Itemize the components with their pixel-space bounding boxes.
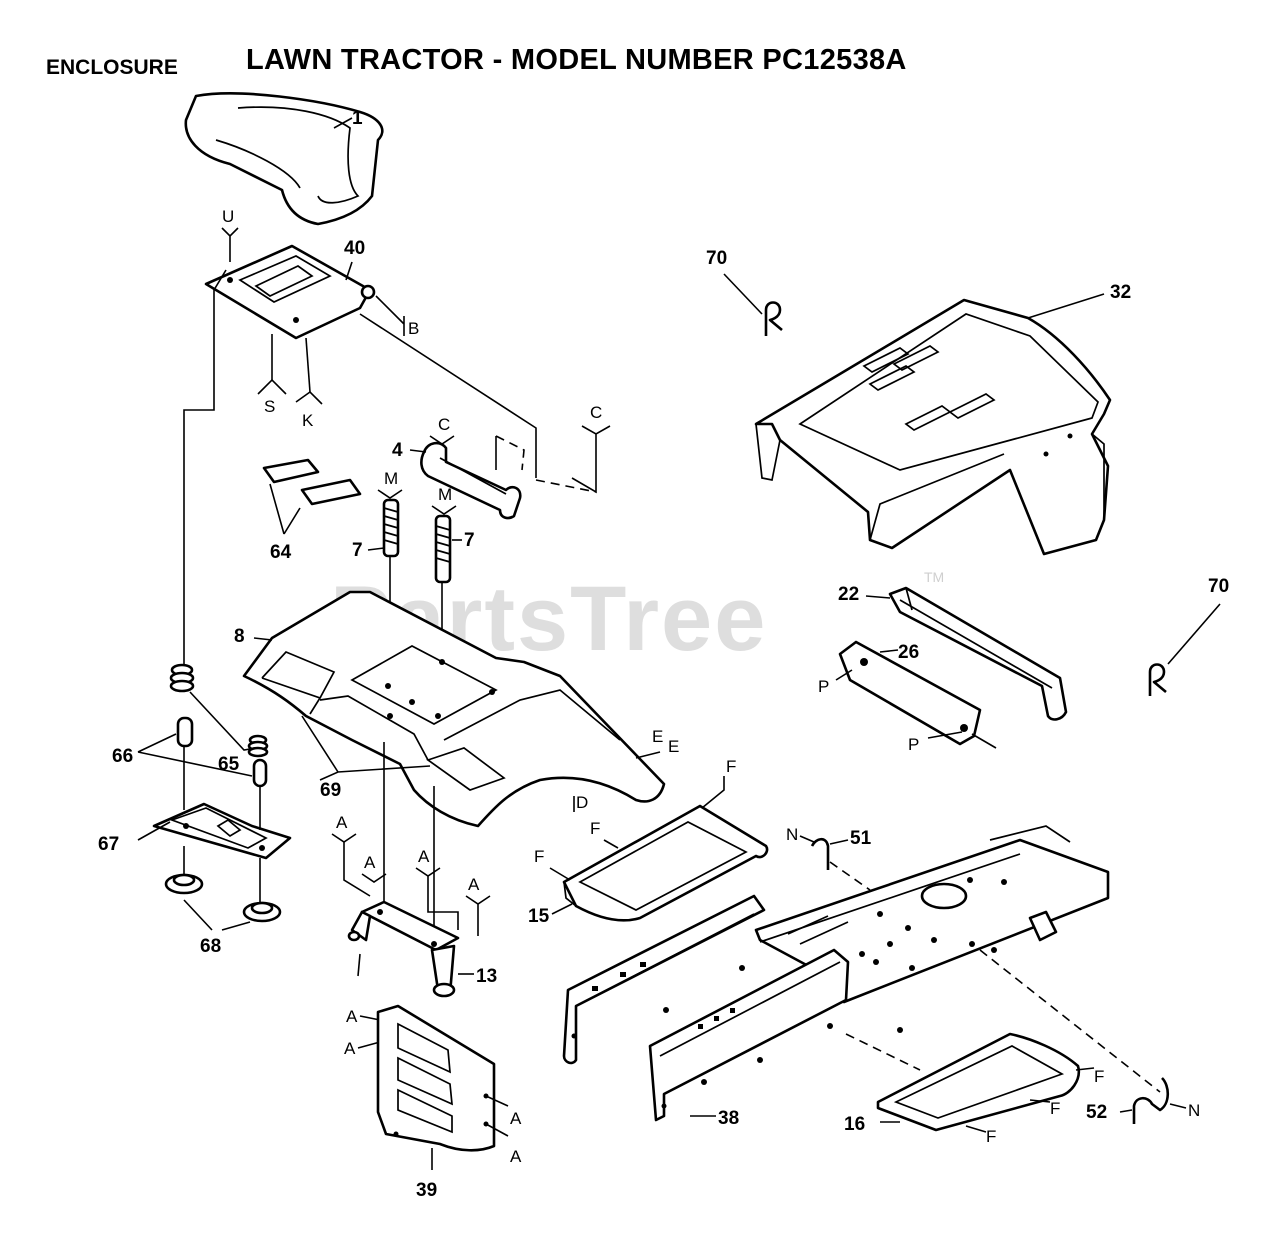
part-side-rail-38[interactable]	[648, 948, 850, 1122]
part-bracket-13[interactable]	[347, 900, 460, 998]
label-69: 69	[320, 780, 341, 801]
label-51: 51	[850, 828, 872, 849]
part-seat[interactable]	[184, 92, 384, 226]
part-spring-65[interactable]	[169, 663, 269, 758]
ref-a7: A	[510, 1109, 522, 1128]
label-70a: 70	[706, 248, 727, 269]
label-26: 26	[898, 642, 919, 663]
label-68: 68	[200, 936, 221, 957]
ref-d: D	[576, 793, 588, 812]
ref-c2: C	[590, 403, 602, 422]
label-7b: 7	[464, 530, 475, 551]
ref-p1: P	[818, 677, 829, 696]
part-plate-67[interactable]	[152, 802, 292, 860]
ref-p2: P	[908, 735, 919, 754]
part-seat-bracket[interactable]	[420, 441, 522, 520]
part-footrest-16[interactable]	[876, 1032, 1081, 1132]
ref-a4: A	[468, 875, 480, 894]
ref-s: S	[264, 397, 275, 416]
part-pads[interactable]	[262, 458, 362, 506]
label-39: 39	[416, 1180, 437, 1201]
part-dash-39[interactable]	[376, 1004, 496, 1152]
ref-m2: M	[438, 485, 452, 504]
part-seat-pan[interactable]	[204, 244, 376, 340]
ref-a6: A	[344, 1039, 356, 1058]
ref-f6: F	[986, 1127, 996, 1146]
label-38: 38	[718, 1108, 739, 1129]
ref-c1: C	[438, 415, 450, 434]
watermark-tm: TM	[924, 569, 944, 585]
ref-f1: F	[726, 757, 736, 776]
ref-m1: M	[384, 469, 398, 488]
section-label: ENCLOSURE	[46, 56, 178, 79]
label-4: 4	[392, 440, 403, 461]
part-hood[interactable]	[754, 298, 1112, 556]
ref-a8: A	[510, 1147, 522, 1166]
ref-u: U	[222, 207, 234, 226]
part-clip-70a[interactable]	[764, 301, 783, 337]
label-67: 67	[98, 834, 119, 855]
ref-a5: A	[346, 1007, 358, 1026]
label-66: 66	[112, 746, 133, 767]
part-knobs-68[interactable]	[164, 873, 282, 923]
part-frame-rod-52[interactable]	[1132, 1077, 1170, 1124]
ref-n2: N	[1188, 1101, 1200, 1120]
ref-b: B	[408, 319, 419, 338]
ref-e1: E	[652, 727, 663, 746]
ref-a2: A	[364, 853, 376, 872]
ref-f5: F	[1050, 1099, 1060, 1118]
part-frame-rod-51[interactable]	[810, 837, 830, 870]
ref-f3: F	[534, 847, 544, 866]
label-15: 15	[528, 906, 550, 927]
ref-a1: A	[336, 813, 348, 832]
ref-k: K	[302, 411, 314, 430]
diagram-title: LAWN TRACTOR - MODEL NUMBER PC12538A	[246, 44, 907, 76]
ref-a3: A	[418, 847, 430, 866]
label-32: 32	[1110, 282, 1131, 303]
part-spring-right[interactable]	[434, 514, 452, 584]
part-clip-70b[interactable]	[1148, 663, 1167, 697]
label-70b: 70	[1208, 576, 1229, 597]
label-8: 8	[234, 626, 245, 647]
part-spring-66[interactable]	[176, 716, 268, 788]
label-64: 64	[270, 542, 292, 563]
label-40: 40	[344, 238, 365, 259]
part-spring-left[interactable]	[382, 498, 400, 558]
label-22: 22	[838, 584, 859, 605]
ref-n1: N	[786, 825, 798, 844]
part-footrest-15[interactable]	[562, 804, 769, 922]
ref-f4: F	[1094, 1067, 1104, 1086]
label-13: 13	[476, 966, 497, 987]
label-7a: 7	[352, 540, 363, 561]
label-52: 52	[1086, 1102, 1107, 1123]
label-1: 1	[352, 108, 363, 129]
ref-f2: F	[590, 819, 600, 838]
part-bumper[interactable]	[888, 586, 1068, 721]
part-fender[interactable]	[242, 590, 666, 828]
label-16: 16	[844, 1114, 865, 1135]
ref-e2: E	[668, 737, 679, 756]
